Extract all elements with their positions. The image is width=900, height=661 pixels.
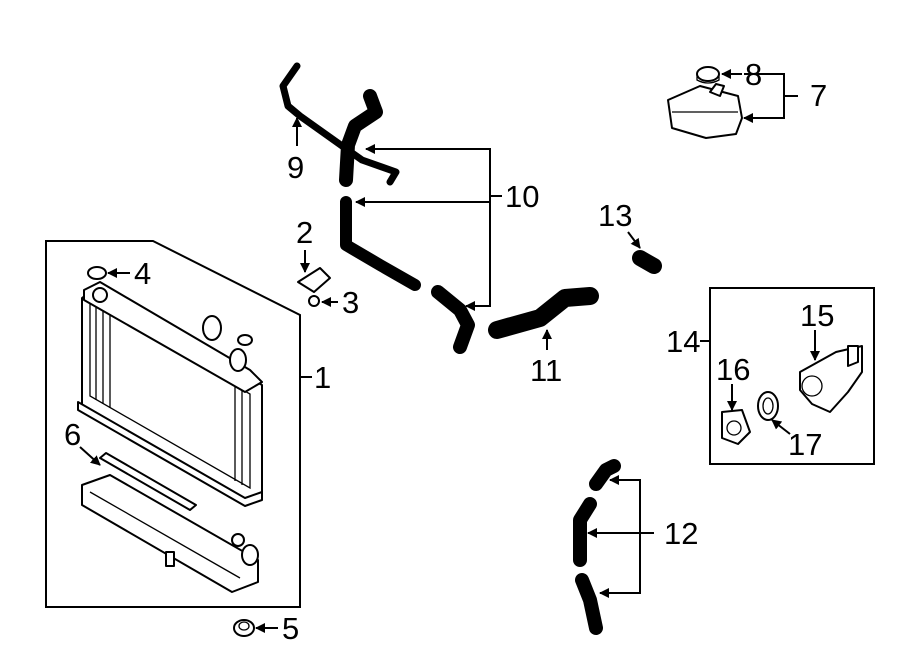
callout-13: 13 — [598, 198, 632, 233]
callout-7: 7 — [810, 78, 827, 113]
callout-4: 4 — [134, 256, 151, 291]
callout-10: 10 — [505, 179, 539, 214]
callout-15: 15 — [800, 298, 834, 333]
callout-14: 14 — [666, 324, 700, 359]
callout-2: 2 — [296, 215, 313, 250]
part-8-cap — [696, 66, 720, 84]
part-17-thermostat — [757, 391, 779, 421]
part-5-nut — [233, 619, 255, 637]
callout-1: 1 — [314, 360, 331, 395]
part-2-bracket — [297, 267, 331, 293]
part-4-cap — [87, 266, 107, 280]
callout-12: 12 — [664, 516, 698, 551]
part-7-reservoir — [667, 83, 743, 139]
part-12-hoses — [573, 459, 621, 635]
callout-16: 16 — [716, 352, 750, 387]
radiator-lower-tank — [81, 474, 259, 593]
part-6-drain-tube — [99, 452, 197, 511]
part-10-hoses — [339, 89, 475, 354]
callout-6: 6 — [64, 417, 81, 452]
callout-11: 11 — [530, 353, 562, 388]
part-14-thermostat-box — [709, 287, 875, 465]
callout-labels: 1 2 3 4 5 6 7 8 9 10 11 12 13 14 15 16 1… — [64, 57, 834, 646]
radiator-core — [77, 281, 263, 507]
callout-3: 3 — [342, 285, 359, 320]
callout-5: 5 — [282, 611, 299, 646]
callout-9: 9 — [287, 150, 304, 185]
part-9-pipe — [279, 62, 400, 186]
radiator-assembly-frame — [45, 240, 301, 608]
callout-17: 17 — [788, 427, 822, 462]
part-13-fitting — [632, 250, 662, 274]
part-3-clip — [308, 295, 320, 307]
part-15-housing — [799, 345, 863, 413]
radiator-assembly-group — [45, 240, 301, 608]
callout-8: 8 — [745, 57, 762, 92]
leader-lines — [79, 69, 820, 633]
part-16-gasket — [721, 409, 751, 445]
part-11-hose — [488, 287, 599, 339]
